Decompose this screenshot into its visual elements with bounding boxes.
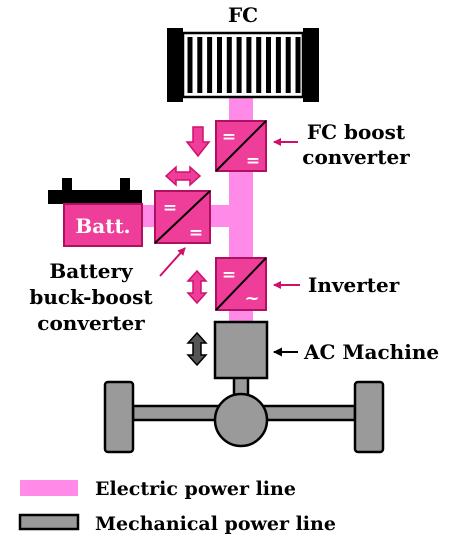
battery-conv-label-line1: Battery (49, 259, 134, 283)
fuel-cell-fin (217, 37, 222, 93)
battery-conv-label-line2: buck-boost (29, 285, 153, 309)
fc-boost-symbol-bottom: = (246, 151, 260, 171)
fuel-cell-fin (197, 37, 203, 93)
ac-machine-block (213, 320, 269, 380)
battery-buck-boost-converter: = = (154, 190, 211, 244)
fuel-cell-fin (295, 37, 301, 93)
fc-boost-label-line2: converter (302, 145, 410, 169)
legend-electric-label: Electric power line (95, 478, 296, 500)
fuel-cell-fin (285, 37, 291, 93)
ac-machine-bidirectional-arrow (186, 331, 208, 367)
battery-conv-pointer (159, 247, 186, 277)
battery (48, 178, 143, 247)
fuel-cell-fin (246, 37, 252, 93)
fuel-cell-fin (207, 37, 213, 93)
fc-boost-label-line1: FC boost (307, 120, 406, 144)
fuel-cell-fin (266, 37, 271, 93)
fuel-cell-fin (275, 37, 281, 93)
fuel-cell-fin (256, 37, 262, 93)
inverter-symbol-dc: = (222, 265, 236, 285)
legend-mechanical-swatch (18, 513, 80, 531)
fuel-cell-fins (187, 37, 301, 93)
battery-conv-label-line3: converter (37, 311, 145, 335)
inverter-symbol-ac: ~ (244, 288, 259, 309)
battery-conv-symbol-bottom: = (189, 223, 203, 243)
ac-machine-label: AC Machine (303, 340, 439, 364)
legend-mechanical-label: Mechanical power line (95, 513, 336, 535)
fc-boost-symbol-top: = (222, 127, 236, 147)
fuel-cell-fin (226, 37, 232, 93)
legend: Electric power line Mechanical power lin… (18, 478, 336, 535)
fc-label: FC (228, 3, 258, 27)
inverter-label: Inverter (308, 273, 400, 297)
battery-conv-symbol-top: = (163, 198, 177, 218)
battery-bidirectional-arrow (164, 165, 202, 187)
inverter-bidirectional-arrow (186, 269, 208, 305)
power-flow-arrows (164, 126, 211, 367)
differential (213, 392, 269, 448)
wheel-left (103, 380, 135, 454)
fuel-cell-fin (236, 37, 242, 93)
fuel-cell-stack (167, 28, 319, 102)
inverter: = ~ (215, 257, 267, 311)
fc-boost-converter: = = (215, 120, 267, 172)
pointer-lines (159, 138, 300, 357)
battery-label: Batt. (75, 214, 130, 238)
legend-electric-swatch (20, 480, 78, 496)
fc-boost-unidirectional-arrow (185, 126, 211, 158)
wheel-right (353, 380, 385, 454)
mechanical-drivetrain (103, 320, 385, 454)
fuel-cell-fin (187, 37, 193, 93)
